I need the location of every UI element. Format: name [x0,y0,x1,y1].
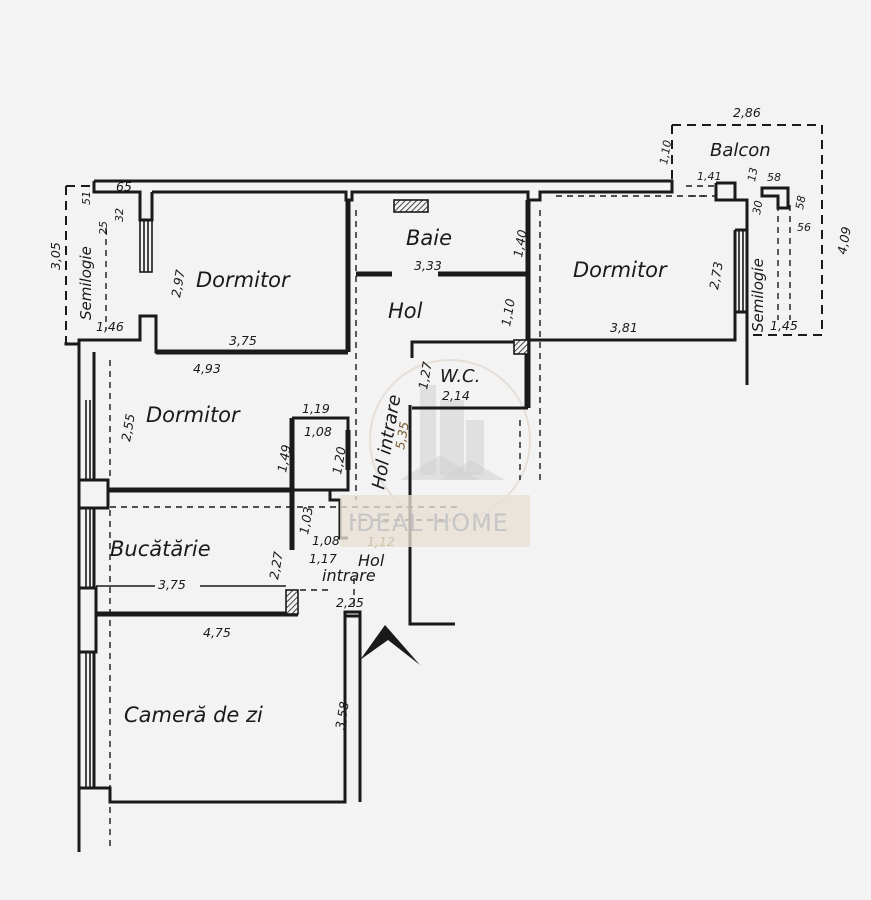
dim-dormitor-w-height: 2,55 [118,412,138,442]
dim-semilogie-e-width: 1,45 [770,318,798,333]
dim-wc-height: 1,27 [415,360,435,390]
room-label-camera-de-zi: Cameră de zi [124,703,263,727]
dim-closet-outer: 1,19 [302,401,330,416]
dim-25: 25 [97,221,110,235]
dim-balcon-58a: 58 [767,171,781,184]
dim-semilogie-w-height: 3,05 [48,242,63,270]
dim-hol-110: 1,10 [498,297,518,327]
dim-baie-width: 3,33 [414,258,442,273]
dim-balcon-58b: 58 [793,194,808,210]
dim-closet-inner: 1,08 [304,424,332,439]
room-label-baie: Baie [406,226,452,250]
dim-balcon-110: 1,10 [657,139,674,165]
room-label-bucatarie: Bucătărie [110,537,211,561]
dim-camera-height: 3,58 [332,700,352,730]
room-label-balcon: Balcon [710,140,771,161]
room-label-semilogie-e: Semilogie [749,258,767,332]
dim-semilogie-w-width: 1,46 [96,319,124,334]
dim-bucatarie-width: 3,75 [158,577,186,592]
dim-balcon-56: 56 [797,221,811,234]
dim-dormitor-ne-height: 2,73 [706,260,726,290]
dim-baie-height: 1,40 [510,228,530,258]
dim-balcon-141: 1,41 [697,170,722,183]
room-label-dormitor-w: Dormitor [146,403,241,427]
room-label-dormitor-ne: Dormitor [573,258,668,282]
watermark: IDEAL HOME [340,495,530,547]
entrance-arrow-icon [360,625,420,665]
dim-hol-117: 1,17 [309,551,337,566]
room-label-hol: Hol [388,299,423,323]
room-label-hol-intrare-lower: Hol [358,551,385,570]
dim-51: 51 [80,191,93,205]
room-label-hol-intrare-lower-2: intrare [322,566,376,585]
outer-walls [64,179,749,852]
dim-hol-intrare-length: 5,35 [392,420,412,450]
room-label-semilogie-w: Semilogie [77,246,95,320]
room-label-wc: W.C. [440,366,480,387]
dim-dormitor-nw-height: 2,97 [168,268,188,298]
dim-65: 65 [116,179,132,194]
dim-dormitor-ne-width: 3,81 [610,320,638,335]
dim-closet-height: 1,20 [329,445,349,475]
watermark-text: IDEAL HOME [348,509,509,537]
dim-balcon-height: 4,09 [834,225,854,255]
dim-dormitor-nw-width: 3,75 [229,333,257,348]
dimension-labels: 3,05 51 25 32 65 2,97 3,75 1,46 4,93 2,5… [48,105,854,731]
dim-32: 32 [113,208,126,222]
interior-walls [96,199,531,617]
dim-camera-width: 4,75 [203,625,231,640]
dim-bucatarie-height: 2,27 [266,550,286,580]
dim-wc-width: 2,14 [442,388,470,403]
dim-entrance-width: 2,25 [336,595,364,610]
balcon-fixtures [714,181,790,314]
dim-149: 1,49 [274,443,294,473]
dim-balcon-width: 2,86 [733,105,761,120]
dim-bucatarie-108: 1,08 [312,533,340,548]
room-label-dormitor-nw: Dormitor [196,268,291,292]
dim-dormitor-w-width: 4,93 [193,361,221,376]
dim-balcon-13: 13 [745,166,760,182]
dim-balcon-30: 30 [750,199,765,215]
dim-bucatarie-103: 1,03 [296,505,316,535]
